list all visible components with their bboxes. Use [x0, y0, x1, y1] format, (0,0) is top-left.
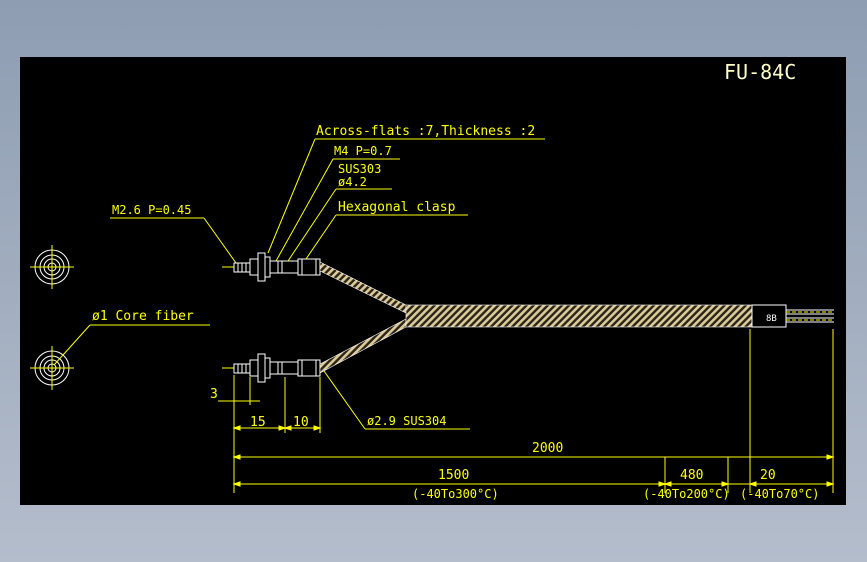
fiber-sensor-drawing: FU-84C — [30, 60, 835, 501]
leader-lines — [53, 138, 545, 430]
end-view-top — [30, 245, 74, 289]
label-hex-clasp: Hexagonal clasp — [338, 200, 456, 215]
dim-total-length: 2000 — [532, 441, 563, 456]
lower-sensor-head — [222, 353, 321, 383]
cable-end-connector: 8B — [751, 304, 834, 328]
model-title: FU-84C — [724, 60, 796, 84]
dimension-lines — [218, 329, 835, 493]
dim-tip: 3 — [210, 387, 218, 402]
dim-segment-2: 480 — [680, 468, 703, 483]
dim-thread-length: 15 — [250, 415, 266, 430]
temp-segment-3: (-40To70°C) — [740, 487, 819, 501]
dim-segment-3: 20 — [760, 468, 776, 483]
svg-text:8B: 8B — [766, 314, 777, 324]
dim-segment-1: 1500 — [438, 468, 469, 483]
temp-segment-2: (-40To200°C) — [643, 487, 730, 501]
label-diameter-head: ø4.2 — [338, 175, 367, 189]
label-sheath: ø2.9 SUS304 — [367, 414, 446, 428]
upper-sensor-head — [222, 252, 321, 282]
label-thread-m4: M4 P=0.7 — [334, 144, 392, 158]
label-thread-m26: M2.6 P=0.45 — [112, 203, 191, 217]
end-view-bottom — [30, 346, 74, 390]
cad-viewport[interactable]: FU-84C — [20, 57, 846, 505]
temp-segment-1: (-40To300°C) — [412, 487, 499, 501]
braided-cable — [319, 261, 753, 374]
label-material-head: SUS303 — [338, 162, 381, 176]
label-core-fiber: ø1 Core fiber — [92, 309, 194, 324]
label-across-flats: Across-flats :7,Thickness :2 — [316, 124, 535, 139]
dim-nut-length: 10 — [293, 415, 309, 430]
